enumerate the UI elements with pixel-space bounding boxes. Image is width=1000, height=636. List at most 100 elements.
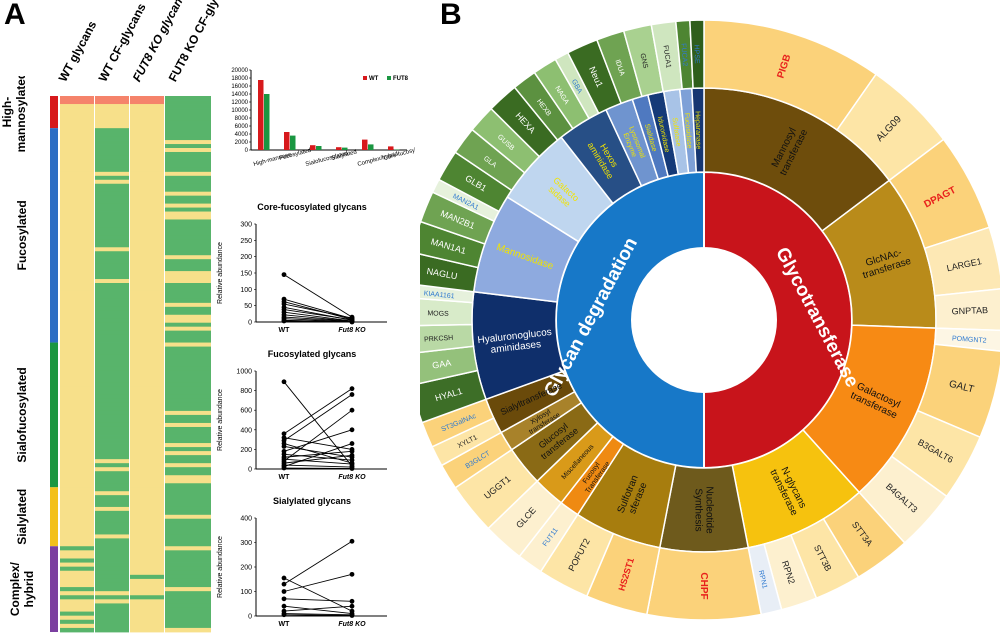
heatmap-column-label: WT glycans bbox=[55, 18, 100, 84]
heatmap-cell bbox=[95, 96, 129, 101]
heatmap-cell bbox=[95, 318, 129, 324]
heatmap-cell bbox=[60, 447, 94, 452]
y-tick-label: 8000 bbox=[235, 116, 249, 122]
heatmap-cell bbox=[130, 439, 164, 444]
y-tick-label: 6000 bbox=[235, 124, 249, 130]
heatmap-cell bbox=[165, 358, 211, 364]
heatmap-cell bbox=[95, 215, 129, 220]
heatmap-cell bbox=[165, 235, 211, 240]
heatmap-cell bbox=[165, 144, 211, 149]
bar bbox=[368, 144, 374, 150]
heatmap-cell bbox=[95, 322, 129, 328]
heatmap-cell bbox=[95, 386, 129, 392]
heatmap-cell bbox=[60, 310, 94, 316]
heatmap-cell bbox=[165, 471, 211, 476]
group-label: High-mannosylated bbox=[0, 76, 28, 152]
heatmap-cell bbox=[130, 251, 164, 256]
heatmap-cell bbox=[165, 431, 211, 436]
heatmap-cell bbox=[130, 298, 164, 304]
heatmap-cell bbox=[95, 410, 129, 416]
heatmap-cell bbox=[95, 191, 129, 197]
y-tick-label: 16000 bbox=[231, 84, 248, 90]
heatmap-cell bbox=[165, 294, 211, 300]
heatmap-cell bbox=[60, 483, 94, 488]
outer-label: HPSE bbox=[693, 44, 700, 64]
heatmap-cell bbox=[60, 159, 94, 165]
heatmap-cell bbox=[60, 207, 94, 212]
heatmap-cell bbox=[165, 279, 211, 284]
heatmap-cell bbox=[130, 451, 164, 456]
heatmap-cell bbox=[130, 538, 164, 543]
heatmap-cell bbox=[95, 100, 129, 105]
bar bbox=[310, 145, 316, 150]
middle-label: NucleotideSynthesis bbox=[693, 486, 715, 534]
heatmap-cell bbox=[60, 599, 94, 604]
heatmap-cell bbox=[130, 431, 164, 436]
heatmap-cell bbox=[95, 108, 129, 113]
heatmap-cell bbox=[130, 514, 164, 520]
heatmap-cell bbox=[165, 175, 211, 181]
heatmap-cell bbox=[165, 447, 211, 452]
heatmap-cell bbox=[95, 362, 129, 368]
heatmap-cell bbox=[165, 607, 211, 612]
heatmap-cell bbox=[165, 342, 211, 347]
heatmap-cell bbox=[60, 370, 94, 376]
heatmap-cell bbox=[130, 390, 164, 396]
heatmap: High-mannosylatedFucosylatedSialofucosyl… bbox=[0, 76, 211, 633]
heatmap-cell bbox=[60, 418, 94, 424]
heatmap-cell bbox=[165, 418, 211, 424]
heatmap-cell bbox=[165, 179, 211, 185]
heatmap-cell bbox=[130, 467, 164, 472]
heatmap-cell bbox=[130, 155, 164, 161]
heatmap-cell bbox=[60, 595, 94, 600]
heatmap-cell bbox=[95, 550, 129, 555]
heatmap-cell bbox=[165, 215, 211, 220]
heatmap-cell bbox=[165, 382, 211, 388]
heatmap-cell bbox=[165, 96, 211, 101]
heatmap-cell bbox=[60, 627, 94, 633]
heatmap-cell bbox=[95, 471, 129, 476]
y-tick-label: 100 bbox=[240, 287, 252, 294]
heatmap-cell bbox=[165, 467, 211, 472]
heatmap-cell bbox=[165, 271, 211, 276]
heatmap-cell bbox=[60, 607, 94, 612]
heatmap-cell bbox=[130, 611, 164, 617]
group-color-bar bbox=[50, 96, 58, 129]
heatmap-cell bbox=[130, 582, 164, 588]
heatmap-cell bbox=[130, 187, 164, 193]
heatmap-cell bbox=[165, 195, 211, 201]
heatmap-cell bbox=[95, 518, 129, 524]
data-point bbox=[349, 613, 355, 618]
y-tick-label: 50 bbox=[244, 303, 252, 310]
heatmap-cell bbox=[60, 112, 94, 117]
heatmap-cell bbox=[95, 619, 129, 625]
heatmap-cell bbox=[60, 231, 94, 236]
outer-label: GNS bbox=[638, 53, 648, 70]
heatmap-cell bbox=[165, 290, 211, 296]
y-tick-label: 0 bbox=[248, 467, 252, 474]
heatmap-cell bbox=[95, 171, 129, 177]
heatmap-cell bbox=[60, 503, 94, 508]
heatmap-cell bbox=[95, 286, 129, 292]
heatmap-cell bbox=[60, 455, 94, 460]
heatmap-cell bbox=[95, 334, 129, 339]
heatmap-cell bbox=[60, 398, 94, 404]
heatmap-cell bbox=[95, 346, 129, 351]
heatmap-cell bbox=[130, 570, 164, 576]
heatmap-cell bbox=[95, 120, 129, 125]
heatmap-cell bbox=[165, 591, 211, 596]
heatmap-cell bbox=[165, 435, 211, 440]
heatmap-cell bbox=[95, 479, 129, 484]
heatmap-cell bbox=[130, 318, 164, 324]
heatmap-cell bbox=[130, 562, 164, 568]
heatmap-cell bbox=[130, 207, 164, 212]
heatmap-cell bbox=[95, 374, 129, 380]
heatmap-cell bbox=[130, 619, 164, 625]
heatmap-cell bbox=[130, 398, 164, 404]
heatmap-cell bbox=[95, 627, 129, 633]
heatmap-cell bbox=[165, 116, 211, 121]
heatmap-cell bbox=[95, 495, 129, 500]
